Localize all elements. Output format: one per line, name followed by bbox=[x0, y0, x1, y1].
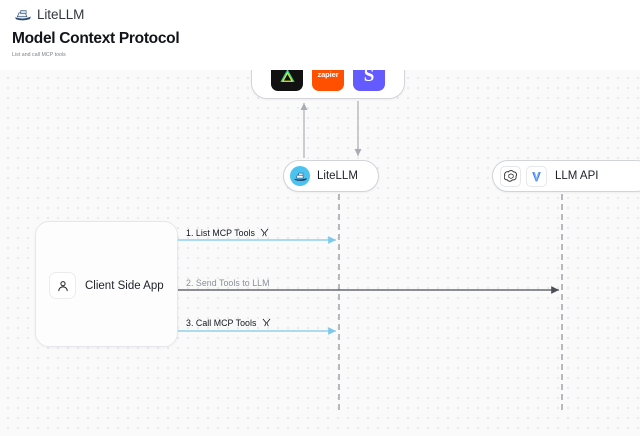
page-header: LiteLLM Model Context Protocol List and … bbox=[0, 0, 640, 70]
page-subtitle: List and call MCP tools bbox=[12, 52, 66, 58]
tools-icon bbox=[262, 318, 271, 327]
node-client-side-app-label: Client Side App bbox=[85, 279, 164, 292]
lifeline-litellm bbox=[338, 194, 340, 410]
client-side-app-content: Client Side App bbox=[49, 272, 164, 299]
lifeline-llm-api bbox=[561, 194, 563, 410]
user-icon bbox=[49, 272, 76, 299]
edge-label-2: 2. Send Tools to LLM bbox=[186, 278, 269, 288]
edge-label-2-text: 2. Send Tools to LLM bbox=[186, 278, 270, 288]
openai-icon bbox=[500, 165, 521, 187]
edge-label-3-text: 3. Call MCP Tools bbox=[186, 318, 257, 328]
node-llm-api-label: LLM API bbox=[555, 170, 599, 182]
edge-label-1: 1. List MCP Tools bbox=[186, 228, 269, 238]
page-title: Model Context Protocol bbox=[12, 30, 180, 47]
supabase-triangle-icon bbox=[279, 68, 295, 82]
edge-label-3: 3. Call MCP Tools bbox=[186, 318, 271, 328]
node-client-side-app[interactable]: Client Side App bbox=[35, 221, 178, 347]
gemini-icon bbox=[526, 165, 547, 187]
node-litellm[interactable]: LiteLLM bbox=[283, 160, 379, 192]
tools-icon bbox=[261, 228, 269, 237]
brand[interactable]: LiteLLM bbox=[14, 7, 84, 22]
speedboat-icon bbox=[15, 9, 31, 20]
openai-flower-icon bbox=[503, 170, 517, 182]
node-litellm-label: LiteLLM bbox=[317, 170, 358, 182]
litellm-avatar-icon bbox=[290, 166, 310, 186]
brand-name: LiteLLM bbox=[37, 7, 85, 22]
person-glyph-icon bbox=[57, 280, 68, 291]
node-llm-api[interactable]: LLM API bbox=[492, 160, 640, 192]
gemini-glyph-icon bbox=[532, 171, 541, 181]
edge-label-1-text: 1. List MCP Tools bbox=[186, 228, 255, 238]
stripe-wordmark: S bbox=[363, 64, 375, 86]
speedboat-icon bbox=[293, 172, 307, 181]
zapier-wordmark: zapier bbox=[317, 70, 339, 80]
